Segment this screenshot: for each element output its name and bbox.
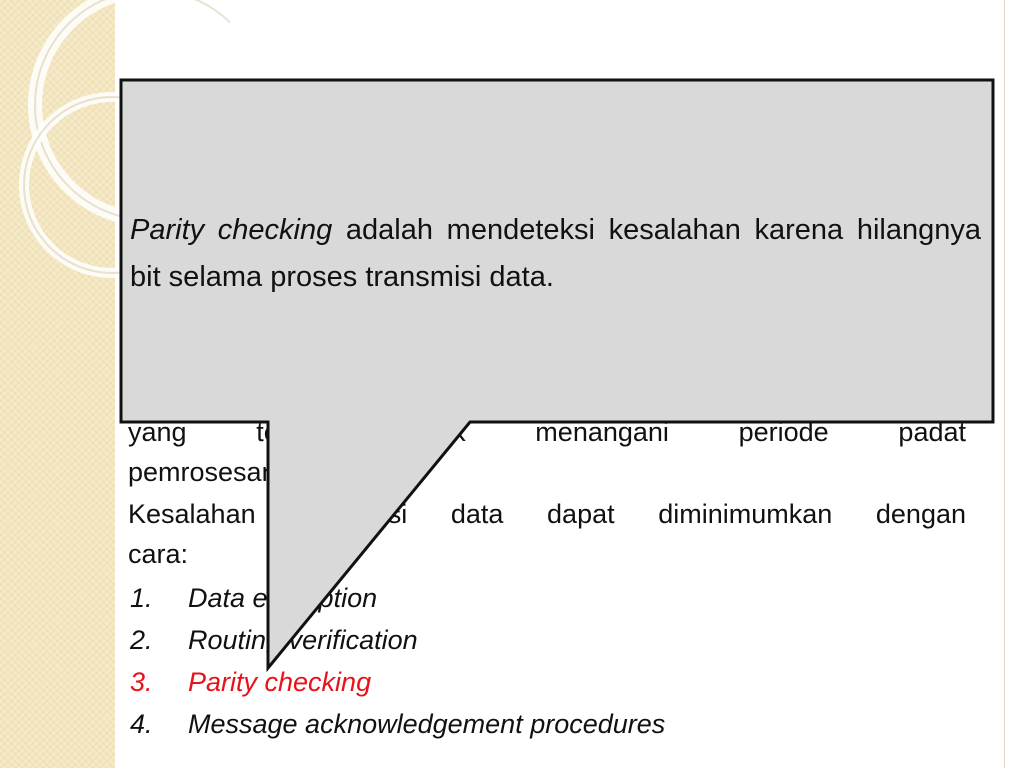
callout-term: Parity checking [130,214,333,246]
list-item-label: Routing verification [188,625,418,655]
list-item-highlighted: 3. Parity checking [130,662,371,702]
body-line-2: pemrosesan. [128,457,285,487]
list-item-label: Parity checking [188,667,372,697]
list-item: 2. Routing verification [130,620,418,660]
list-item-number: 4. [130,709,153,739]
list-item-number: 2. [130,625,153,655]
decorative-band [0,0,115,768]
list-item-label: Data encryption [188,583,378,613]
callout-text: Parity checking adalah mendeteksi kesala… [130,207,981,301]
list-item-label: Message acknowledgement procedures [188,709,666,739]
right-divider [1004,0,1005,768]
callout-definition: adalah mendeteksi kesalahan karena hilan… [130,214,981,293]
list-item: 1. Data encryption [130,578,377,618]
list-item-number: 1. [130,583,153,613]
body-line-3: Kesalahan transmisi data dapat diminimum… [128,499,966,529]
list-item: 4. Message acknowledgement procedures [130,704,665,744]
body-line-4: cara: [128,539,189,569]
list-item-number: 3. [130,667,153,697]
body-line-1: yang terjadi untuk menangani periode pad… [128,417,966,447]
